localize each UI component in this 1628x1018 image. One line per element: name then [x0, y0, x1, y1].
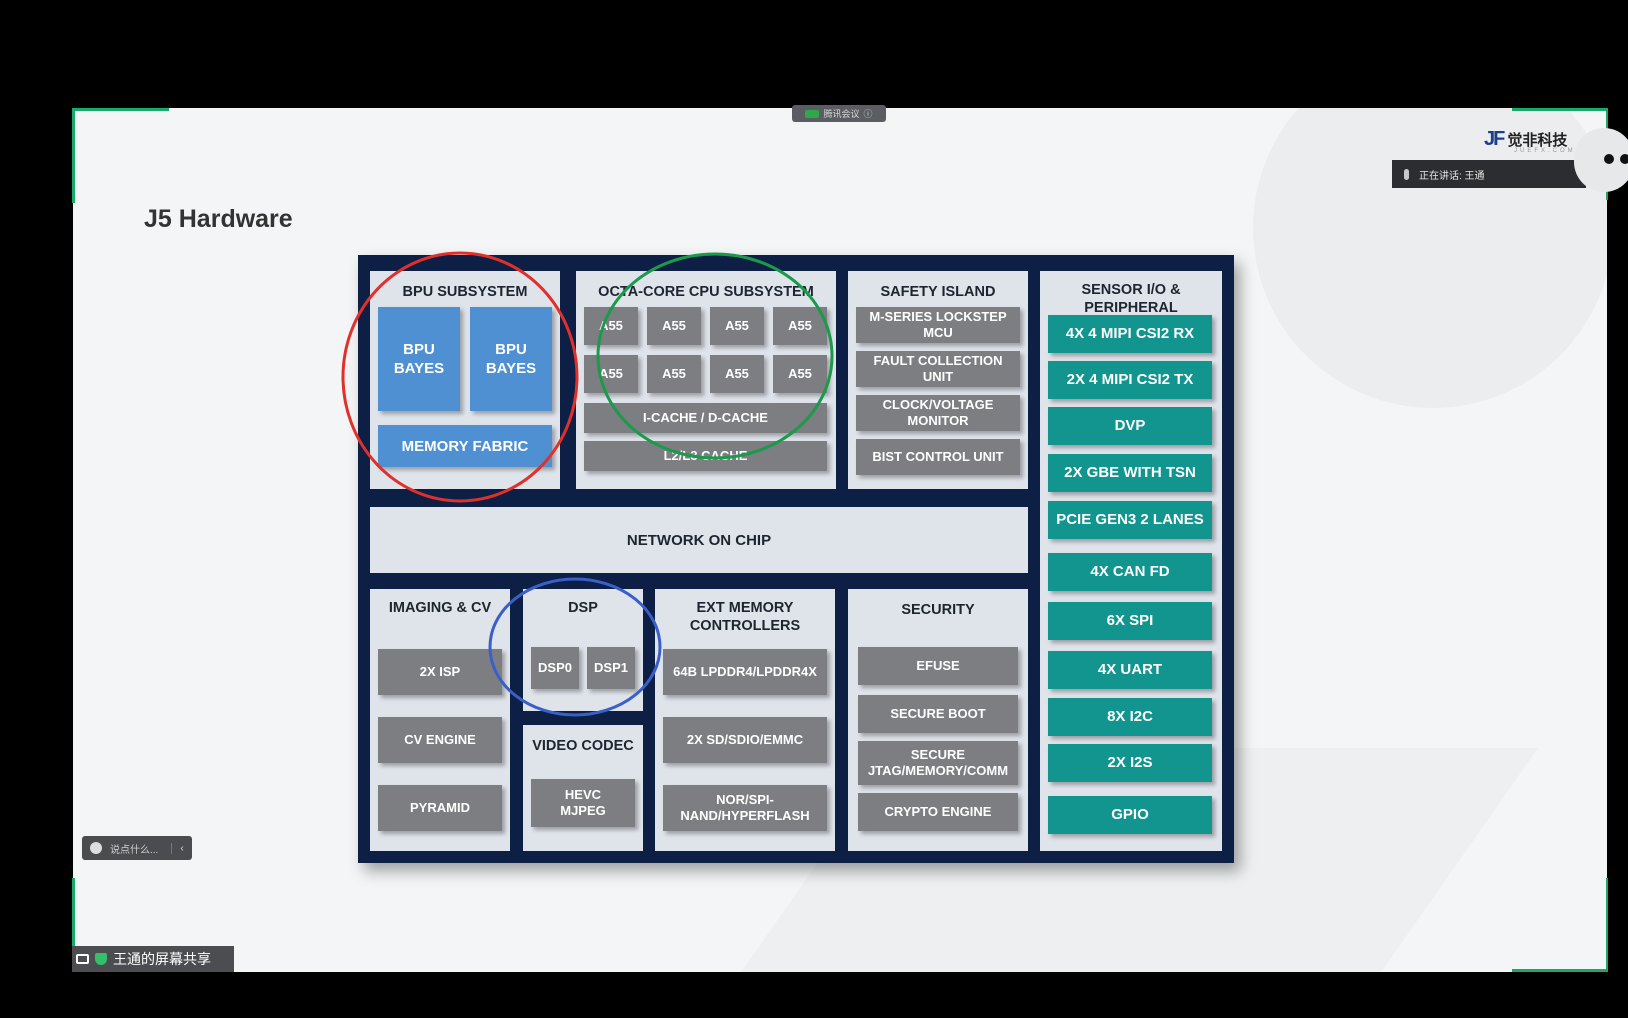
sensor-item: 4X 4 MIPI CSI2 RX: [1048, 315, 1212, 353]
secure-jtag-block: SECURE JTAG/MEMORY/COMM: [858, 741, 1018, 785]
sensor-item: DVP: [1048, 407, 1212, 445]
a55-core: A55: [647, 307, 701, 345]
cpu-title: OCTA-CORE CPU SUBSYSTEM: [598, 284, 814, 300]
a55-core: A55: [773, 307, 827, 345]
sensor-item: 4X CAN FD: [1048, 553, 1212, 591]
sensor-item: 4X UART: [1048, 651, 1212, 689]
green-annotation-circle: [596, 252, 834, 460]
l2-l3-cache: L2/L3 CACHE: [584, 441, 827, 471]
efuse-block: EFUSE: [858, 647, 1018, 685]
cv-engine-block: CV ENGINE: [378, 717, 502, 763]
secure-boot-block: SECURE BOOT: [858, 695, 1018, 733]
comment-input[interactable]: 说点什么... ‹: [82, 836, 192, 860]
screen-icon: [76, 954, 89, 964]
j5-block-diagram: BPU SUBSYSTEM BPU BAYES BPU BAYES MEMORY…: [358, 255, 1234, 863]
company-logo: JF 觉非科技 JUEFX.COM: [1484, 128, 1573, 154]
logo-mark: JF: [1484, 128, 1505, 150]
network-signal-icon: [805, 109, 820, 118]
video-title: VIDEO CODEC: [532, 738, 634, 754]
a55-core: A55: [710, 307, 764, 345]
sensor-item: GPIO: [1048, 796, 1212, 834]
lockstep-mcu: M-SERIES LOCKSTEP MCU: [856, 307, 1020, 343]
security-panel: SECURITY EFUSE SECURE BOOT SECURE JTAG/M…: [848, 589, 1028, 851]
shield-icon: [95, 953, 107, 965]
screen-share-bar[interactable]: 王通的屏幕共享: [72, 946, 234, 972]
dsp-title: DSP: [568, 600, 598, 616]
more-options-button[interactable]: [1574, 128, 1628, 192]
red-annotation-circle: [341, 251, 579, 503]
sensor-item: 8X I2C: [1048, 698, 1212, 736]
bpu-bayes-core-2: BPU BAYES: [470, 307, 552, 411]
sensor-item: 2X 4 MIPI CSI2 TX: [1048, 361, 1212, 399]
more-dot-icon: [1620, 154, 1628, 164]
sensor-item: PCIE GEN3 2 LANES: [1048, 501, 1212, 539]
cpu-subsystem-panel: OCTA-CORE CPU SUBSYSTEM A55 A55 A55 A55 …: [576, 271, 836, 489]
network-on-chip: NETWORK ON CHIP: [370, 507, 1028, 573]
comment-placeholder: 说点什么...: [110, 844, 159, 856]
a55-core: A55: [773, 355, 827, 393]
info-icon[interactable]: ⓘ: [863, 109, 873, 119]
ext-memory-panel: EXT MEMORY CONTROLLERS 64B LPDDR4/LPDDR4…: [655, 589, 835, 851]
sensor-item: 2X GBE WITH TSN: [1048, 454, 1212, 492]
frame-corner-bottom-right: [1512, 969, 1608, 972]
clock-voltage-monitor: CLOCK/VOLTAGE MONITOR: [856, 395, 1020, 431]
frame-corner-top-right: [1512, 108, 1608, 111]
bpu-bayes-core-1: BPU BAYES: [378, 307, 460, 411]
a55-core: A55: [710, 355, 764, 393]
dsp0-block: DSP0: [531, 647, 579, 689]
dsp-panel: DSP DSP0 DSP1: [523, 589, 643, 711]
meeting-app-label: 腾讯会议: [823, 109, 860, 119]
screen-share-label: 王通的屏幕共享: [113, 951, 211, 967]
sensor-io-panel: SENSOR I/O & PERIPHERAL 4X 4 MIPI CSI2 R…: [1040, 271, 1222, 851]
imaging-cv-panel: IMAGING & CV 2X ISP CV ENGINE PYRAMID: [370, 589, 510, 851]
sd-emmc-block: 2X SD/SDIO/EMMC: [663, 717, 827, 763]
blue-annotation-circle: [488, 577, 662, 717]
logo-text: 觉非科技: [1507, 132, 1568, 149]
bpu-subsystem-panel: BPU SUBSYSTEM BPU BAYES BPU BAYES MEMORY…: [370, 271, 560, 489]
nor-nand-block: NOR/SPI- NAND/HYPERFLASH: [663, 785, 827, 831]
bpu-title: BPU SUBSYSTEM: [402, 284, 528, 300]
decorative-circle: [1253, 108, 1607, 408]
more-dot-icon: [1604, 154, 1614, 164]
safety-island-panel: SAFETY ISLAND M-SERIES LOCKSTEP MCU FAUL…: [848, 271, 1028, 489]
frame-corner-top-left: [72, 108, 169, 203]
dsp1-block: DSP1: [587, 647, 635, 689]
memory-fabric: MEMORY FABRIC: [378, 425, 552, 467]
meeting-app-pill[interactable]: 腾讯会议 ⓘ: [792, 105, 886, 122]
crypto-engine-block: CRYPTO ENGINE: [858, 793, 1018, 831]
security-title: SECURITY: [901, 602, 975, 618]
a55-core: A55: [584, 355, 638, 393]
speaking-text: 正在讲话: 王通: [1419, 170, 1485, 182]
i-cache-d-cache: I-CACHE / D-CACHE: [584, 403, 827, 433]
hevc-mjpeg-block: HEVC MJPEG: [531, 779, 635, 827]
speaking-indicator: 正在讲话: 王通: [1392, 160, 1586, 188]
ext-memory-title: EXT MEMORY CONTROLLERS: [689, 600, 801, 634]
safety-title: SAFETY ISLAND: [880, 284, 996, 300]
emoji-icon[interactable]: [90, 842, 102, 854]
sensor-title: SENSOR I/O & PERIPHERAL: [1081, 282, 1181, 316]
frame-corner-bottom-right-vertical: [1606, 878, 1608, 972]
sensor-item: 6X SPI: [1048, 602, 1212, 640]
pyramid-block: PYRAMID: [378, 785, 502, 831]
bist-control-unit: BIST CONTROL UNIT: [856, 439, 1020, 475]
fault-collection-unit: FAULT COLLECTION UNIT: [856, 351, 1020, 387]
a55-core: A55: [647, 355, 701, 393]
frame-corner-bottom-left: [72, 878, 75, 972]
collapse-chevron-icon[interactable]: ‹: [171, 842, 192, 854]
imaging-title: IMAGING & CV: [388, 600, 492, 616]
lpddr-block: 64B LPDDR4/LPDDR4X: [663, 649, 827, 695]
sensor-item: 2X I2S: [1048, 744, 1212, 782]
isp-block: 2X ISP: [378, 649, 502, 695]
slide-title: J5 Hardware: [144, 205, 293, 233]
logo-subtext: JUEFX.COM: [1514, 148, 1576, 154]
video-codec-panel: VIDEO CODEC HEVC MJPEG: [523, 725, 643, 851]
microphone-icon: [1404, 168, 1409, 180]
